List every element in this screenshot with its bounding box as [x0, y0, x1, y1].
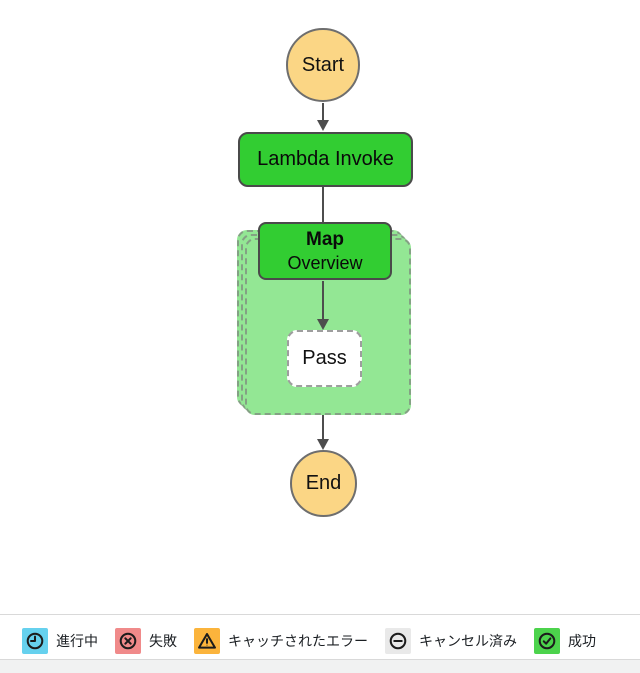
- minus-circle-icon: [385, 627, 411, 654]
- edge-map-to-pass: [322, 281, 324, 320]
- legend-item-failed: 失敗: [115, 627, 177, 654]
- end-node: End: [290, 450, 357, 517]
- warning-triangle-icon: [194, 627, 220, 654]
- footer-strip: [0, 659, 640, 673]
- legend-label-failed: 失敗: [149, 632, 177, 649]
- legend-item-canceled: キャンセル済み: [385, 627, 517, 654]
- clock-icon: [22, 627, 48, 654]
- end-node-label: End: [305, 472, 342, 494]
- legend-label-canceled: キャンセル済み: [419, 632, 517, 649]
- pass-node[interactable]: Pass: [287, 330, 362, 387]
- map-node-title: Map: [306, 228, 344, 250]
- x-circle-icon: [115, 627, 141, 654]
- legend-label-succeeded: 成功: [568, 632, 596, 649]
- start-node: Start: [286, 28, 360, 102]
- edge-map-to-end: [322, 415, 324, 440]
- start-node-label: Start: [301, 53, 345, 76]
- edge-lambda-to-map: [322, 187, 324, 223]
- arrowhead-map-to-pass: [317, 319, 329, 330]
- map-node-subtitle: Overview: [287, 252, 363, 273]
- arrowhead-start-to-lambda: [317, 120, 329, 131]
- legend-label-in-progress: 進行中: [56, 632, 98, 649]
- lambda-invoke-node[interactable]: Lambda Invoke: [238, 132, 413, 187]
- check-circle-icon: [534, 627, 560, 654]
- status-legend: 進行中 失敗 キャッチされたエラー キャンセル済み: [0, 614, 640, 658]
- legend-item-in-progress: 進行中: [22, 627, 98, 654]
- edge-start-to-lambda: [322, 103, 324, 121]
- lambda-invoke-label: Lambda Invoke: [257, 148, 394, 170]
- pass-node-label: Pass: [302, 347, 347, 369]
- map-node[interactable]: Map Overview: [258, 222, 392, 280]
- legend-label-caught-error: キャッチされたエラー: [228, 632, 368, 649]
- workflow-graph: Start Lambda Invoke Map Overview Pass En…: [237, 28, 413, 517]
- legend-item-succeeded: 成功: [534, 627, 596, 654]
- legend-item-caught-error: キャッチされたエラー: [194, 627, 368, 654]
- arrowhead-map-to-end: [317, 439, 329, 450]
